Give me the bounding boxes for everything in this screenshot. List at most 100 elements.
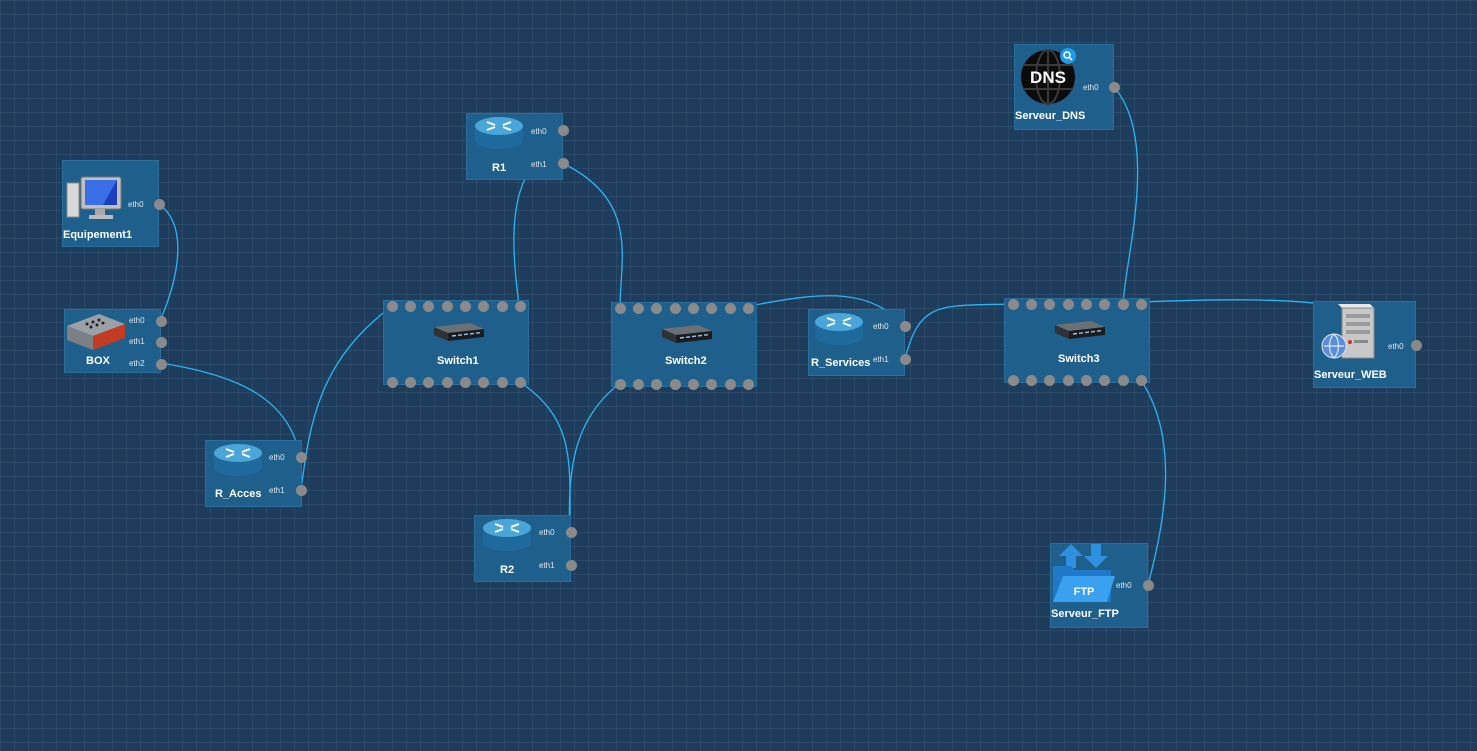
port-label-eth0: eth0 xyxy=(873,322,889,331)
port-top-2[interactable] xyxy=(633,303,644,314)
node-r-acces[interactable]: R_Acces eth0 eth1 xyxy=(205,440,307,507)
node-switch3[interactable]: Switch3 xyxy=(1004,298,1150,386)
port-label-eth0: eth0 xyxy=(1116,581,1132,590)
port-bottom-1[interactable] xyxy=(1008,375,1019,386)
link-dns-switch3[interactable] xyxy=(1113,86,1139,305)
port-top-5[interactable] xyxy=(1081,299,1092,310)
port-eth1[interactable] xyxy=(156,337,167,348)
port-bottom-6[interactable] xyxy=(706,379,717,390)
port-bottom-5[interactable] xyxy=(460,377,471,388)
port-top-7[interactable] xyxy=(1118,299,1129,310)
port-bottom-3[interactable] xyxy=(423,377,434,388)
port-bottom-4[interactable] xyxy=(670,379,681,390)
port-bottom-2[interactable] xyxy=(633,379,644,390)
port-eth0[interactable] xyxy=(900,321,911,332)
port-bottom-4[interactable] xyxy=(442,377,453,388)
port-eth0[interactable] xyxy=(1109,82,1120,93)
port-bottom-8[interactable] xyxy=(743,379,754,390)
port-label-eth0: eth0 xyxy=(531,127,547,136)
node-switch1[interactable]: Switch1 xyxy=(383,300,529,388)
port-eth0[interactable] xyxy=(154,199,165,210)
port-top-5[interactable] xyxy=(460,301,471,312)
node-label: R_Acces xyxy=(215,488,262,500)
node-r-services[interactable]: R_Services eth0 eth1 xyxy=(808,309,911,376)
dns-globe-icon: DNS xyxy=(1021,48,1076,105)
port-bottom-6[interactable] xyxy=(1099,375,1110,386)
port-top-1[interactable] xyxy=(1008,299,1019,310)
node-equipement1[interactable]: Equipement1 eth0 xyxy=(62,160,165,247)
port-top-7[interactable] xyxy=(497,301,508,312)
port-top-7[interactable] xyxy=(725,303,736,314)
switch-icon xyxy=(434,323,484,341)
port-top-4[interactable] xyxy=(1063,299,1074,310)
port-top-4[interactable] xyxy=(442,301,453,312)
port-bottom-7[interactable] xyxy=(725,379,736,390)
port-eth0[interactable] xyxy=(296,452,307,463)
port-label-eth1: eth1 xyxy=(873,355,889,364)
link-r1-switch2[interactable] xyxy=(561,162,623,308)
node-box[interactable]: BOX eth0 eth1 eth2 xyxy=(64,309,167,373)
port-bottom-6[interactable] xyxy=(478,377,489,388)
port-bottom-1[interactable] xyxy=(615,379,626,390)
port-top-1[interactable] xyxy=(615,303,626,314)
link-racces-switch1[interactable] xyxy=(300,305,393,491)
port-bottom-5[interactable] xyxy=(1081,375,1092,386)
port-top-6[interactable] xyxy=(1099,299,1110,310)
port-bottom-2[interactable] xyxy=(1026,375,1037,386)
port-top-3[interactable] xyxy=(1044,299,1055,310)
node-serveur-ftp[interactable]: FTP Serveur_FTP eth0 xyxy=(1050,543,1154,628)
port-eth0[interactable] xyxy=(1411,340,1422,351)
port-eth1[interactable] xyxy=(566,560,577,571)
port-top-6[interactable] xyxy=(706,303,717,314)
port-eth0[interactable] xyxy=(1143,580,1154,591)
port-bottom-7[interactable] xyxy=(497,377,508,388)
node-label: Equipement1 xyxy=(63,229,133,241)
computer-icon xyxy=(66,176,122,219)
port-bottom-1[interactable] xyxy=(387,377,398,388)
dns-icon-text: DNS xyxy=(1030,68,1066,87)
port-label-eth2: eth2 xyxy=(129,359,145,368)
port-bottom-4[interactable] xyxy=(1063,375,1074,386)
port-bottom-3[interactable] xyxy=(1044,375,1055,386)
port-top-3[interactable] xyxy=(651,303,662,314)
node-switch2[interactable]: Switch2 xyxy=(611,302,757,390)
link-switch1-r2[interactable] xyxy=(519,381,571,533)
port-top-8[interactable] xyxy=(515,301,526,312)
port-top-2[interactable] xyxy=(1026,299,1037,310)
port-bottom-7[interactable] xyxy=(1118,375,1129,386)
node-serveur-dns[interactable]: DNS Serveur_DNS eth0 xyxy=(1014,44,1120,130)
node-r2[interactable]: R2 eth0 eth1 xyxy=(474,515,577,582)
port-top-8[interactable] xyxy=(743,303,754,314)
port-bottom-5[interactable] xyxy=(688,379,699,390)
link-rservices-switch3[interactable] xyxy=(904,303,1014,360)
link-box-racces[interactable] xyxy=(159,362,301,458)
port-top-6[interactable] xyxy=(478,301,489,312)
port-eth0[interactable] xyxy=(156,316,167,327)
link-equipement1-box[interactable] xyxy=(158,203,179,321)
port-eth1[interactable] xyxy=(558,158,569,169)
port-top-4[interactable] xyxy=(670,303,681,314)
port-top-3[interactable] xyxy=(423,301,434,312)
port-eth0[interactable] xyxy=(558,125,569,136)
router-icon xyxy=(475,117,523,149)
port-bottom-3[interactable] xyxy=(651,379,662,390)
port-bottom-8[interactable] xyxy=(1136,375,1147,386)
link-switch2-r2[interactable] xyxy=(568,383,620,566)
node-r1[interactable]: R1 eth0 eth1 xyxy=(466,113,569,180)
link-switch3-ftp[interactable] xyxy=(1140,379,1167,586)
node-serveur-web[interactable]: Serveur_WEB eth0 xyxy=(1313,301,1422,388)
port-label-eth0: eth0 xyxy=(269,453,285,462)
port-eth1[interactable] xyxy=(296,485,307,496)
port-eth2[interactable] xyxy=(156,359,167,370)
port-top-2[interactable] xyxy=(405,301,416,312)
port-eth1[interactable] xyxy=(900,354,911,365)
port-top-8[interactable] xyxy=(1136,299,1147,310)
port-label-eth1: eth1 xyxy=(531,160,547,169)
port-label-eth0: eth0 xyxy=(129,316,145,325)
port-bottom-2[interactable] xyxy=(405,377,416,388)
port-eth0[interactable] xyxy=(566,527,577,538)
port-top-5[interactable] xyxy=(688,303,699,314)
port-bottom-8[interactable] xyxy=(515,377,526,388)
port-top-1[interactable] xyxy=(387,301,398,312)
